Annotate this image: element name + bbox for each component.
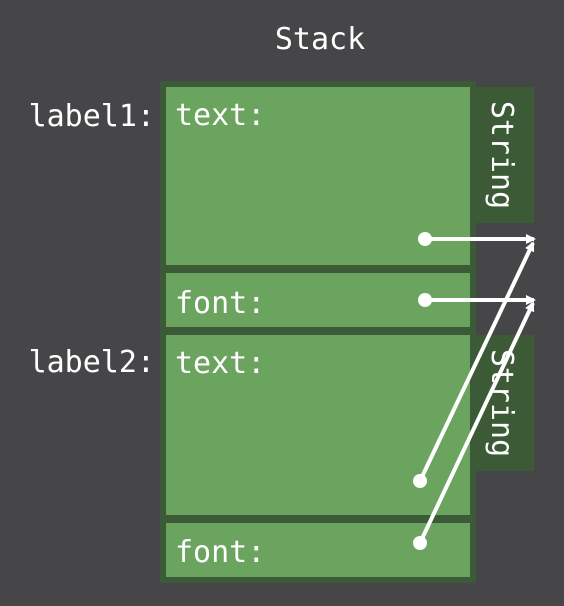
label2-text-pointer-dot (413, 474, 427, 488)
label2-text-field: text: (175, 346, 265, 381)
string-type-label-1: String (484, 101, 519, 209)
label1-text-field: text: (175, 98, 265, 133)
label2-text-pointer (418, 241, 535, 482)
label2-font-field: font: (175, 535, 265, 570)
string-type-box-1 (476, 87, 534, 223)
label2-font-pointer (418, 301, 535, 544)
label1-name: label1: (29, 99, 155, 134)
label1-text-pointer-dot (418, 232, 432, 246)
pointer-arrows (418, 234, 536, 544)
label2-font-pointer-dot (413, 536, 427, 550)
label1-font-field: font: (175, 286, 265, 321)
label1-font-pointer-dot (418, 293, 432, 307)
stack-title: Stack (275, 22, 365, 57)
string-type-label-2: String (484, 349, 519, 457)
label2-font-cell (166, 523, 470, 577)
label2-name: label2: (29, 345, 155, 380)
